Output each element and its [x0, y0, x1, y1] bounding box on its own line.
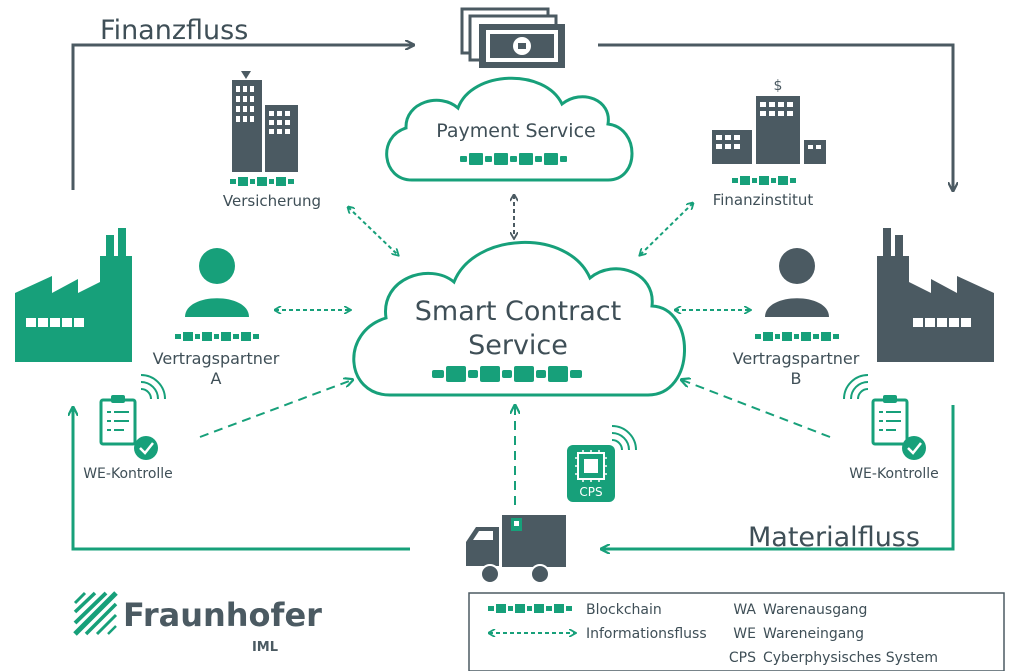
fraunhofer-institute-text: IML	[252, 640, 278, 655]
we-kontrolle-right-label: WE-Kontrolle	[849, 466, 939, 482]
info-arrow-bank	[640, 203, 693, 255]
legend-we-abbr: WE	[733, 626, 756, 642]
fraunhofer-logo-icon	[73, 591, 118, 636]
blockchain-icon	[230, 177, 294, 186]
payment-service-label: Payment Service	[436, 120, 595, 142]
legend-cps-abbr: CPS	[729, 650, 756, 666]
info-arrow-insurance	[348, 207, 398, 255]
we-kontrolle-left-label: WE-Kontrolle	[83, 466, 173, 482]
money-icon	[460, 7, 565, 68]
legend-information-label: Informationsfluss	[586, 626, 707, 642]
blockchain-icon	[175, 332, 259, 341]
partner-b-label-line1: Vertragspartner	[733, 349, 860, 368]
dollar-symbol: $	[774, 78, 783, 94]
blockchain-icon	[460, 153, 567, 165]
partner-b-label-line2: B	[791, 369, 802, 388]
legend-wa-text: Warenausgang	[763, 602, 867, 618]
partner-a-label-line2: A	[211, 369, 222, 388]
bank-label: Finanzinstitut	[713, 191, 814, 209]
checklist-icon	[99, 395, 158, 460]
material-flow-label: Materialfluss	[748, 522, 920, 553]
blockchain-icon	[432, 366, 582, 382]
factory-icon	[877, 228, 994, 362]
person-icon	[765, 248, 829, 317]
person-icon	[185, 248, 249, 317]
blockchain-icon	[732, 176, 796, 185]
wifi-icon	[843, 374, 869, 400]
bank-building-icon: $	[712, 78, 826, 164]
legend-cps-text: Cyberphysisches System	[763, 650, 938, 666]
fraunhofer-logo-text: Fraunhofer	[123, 596, 322, 634]
info-arrow-we-left	[199, 380, 352, 438]
legend-wa-abbr: WA	[733, 602, 756, 618]
finance-flow-label: Finanzfluss	[100, 15, 248, 46]
insurance-label: Versicherung	[223, 192, 321, 210]
legend-blockchain-label: Blockchain	[586, 602, 662, 618]
insurance-building-icon	[232, 71, 298, 172]
checklist-icon	[871, 395, 926, 460]
cps-label: CPS	[579, 485, 602, 499]
wifi-icon	[140, 374, 166, 400]
smart-contract-cloud	[352, 240, 686, 397]
legend-we-text: Wareneingang	[763, 626, 864, 642]
smart-contract-label-line2: Service	[468, 330, 568, 361]
material-flow-arrow	[73, 405, 955, 549]
wifi-icon	[611, 425, 637, 451]
finance-flow-arrow	[71, 45, 953, 190]
partner-a-label-line1: Vertragspartner	[153, 349, 280, 368]
info-arrow-we-right	[682, 380, 831, 438]
payment-service-cloud	[385, 76, 634, 182]
legend-blockchain-icon	[488, 604, 572, 613]
blockchain-icon	[755, 332, 839, 341]
chip-icon	[567, 445, 615, 502]
smart-contract-label-line1: Smart Contract	[415, 296, 621, 327]
factory-icon	[15, 228, 132, 362]
truck-icon	[466, 515, 566, 584]
